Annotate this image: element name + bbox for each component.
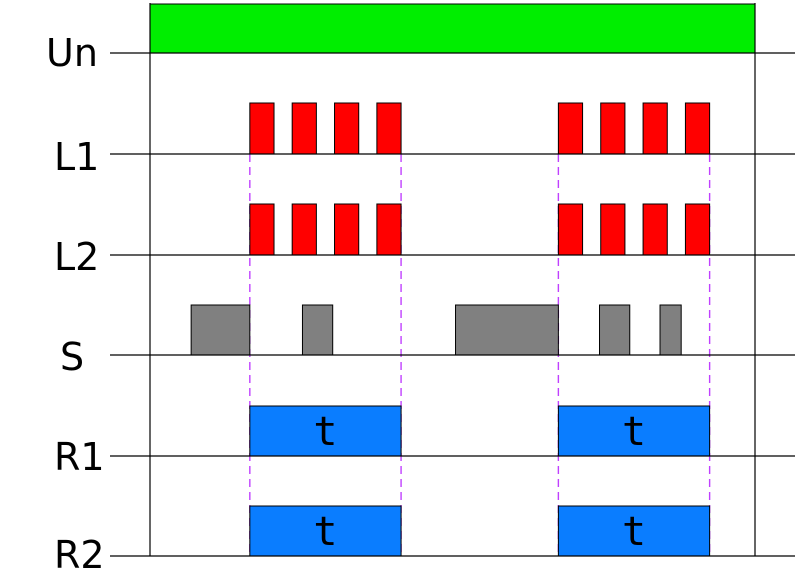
l2-pulse-3	[376, 203, 402, 256]
l1-pulse-0	[249, 102, 275, 155]
l1-pulse-1	[291, 102, 317, 155]
axes	[110, 3, 795, 557]
l1-pulse-3	[376, 102, 402, 155]
s-pulse-0	[190, 304, 251, 356]
label-s: S	[60, 335, 85, 379]
label-l1: L1	[54, 135, 100, 179]
r1-timer-label-1: t	[622, 409, 646, 455]
label-r2: R2	[54, 533, 105, 577]
l2-pulse-0	[249, 203, 275, 256]
l1-pulse-2	[334, 102, 360, 155]
s-pulse-1	[301, 304, 334, 356]
r2-pulse-1	[557, 505, 711, 557]
s-pulse-2	[455, 304, 559, 356]
label-l2: L2	[54, 235, 100, 279]
l1-pulse-6	[642, 102, 668, 155]
r1-pulse-0	[249, 405, 402, 457]
r2-pulse-0	[249, 505, 402, 557]
s-pulse-3	[599, 304, 631, 356]
l1-pulse-5	[600, 102, 626, 155]
un-pulse-0	[149, 3, 756, 54]
l2-pulse-6	[642, 203, 668, 256]
l1-pulse-4	[557, 102, 584, 155]
l2-pulse-7	[684, 203, 711, 256]
l2-pulse-5	[600, 203, 626, 256]
signal-bars: t t t t	[149, 3, 756, 557]
l2-pulse-1	[291, 203, 317, 256]
label-r1: R1	[54, 435, 105, 479]
l2-pulse-4	[557, 203, 584, 256]
r2-timer-label-0: t	[313, 509, 337, 555]
label-un: Un	[46, 31, 98, 75]
l1-pulse-7	[684, 102, 711, 155]
l2-pulse-2	[334, 203, 360, 256]
s-pulse-4	[659, 304, 682, 356]
r1-timer-label-0: t	[313, 409, 337, 455]
r2-timer-label-1: t	[622, 509, 646, 555]
